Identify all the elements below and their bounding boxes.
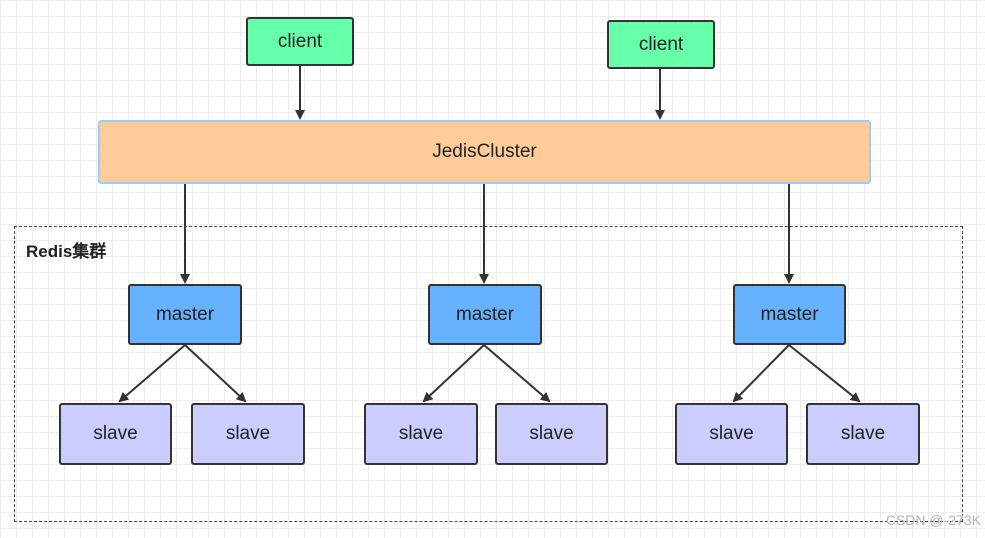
arrow-master1-to-slave2 <box>184 344 247 403</box>
slave-node-2-1: slave <box>364 403 478 465</box>
arrow-master2-to-slave1 <box>422 344 485 403</box>
redis-cluster-boundary <box>14 226 963 522</box>
slave-node-3-2: slave <box>806 403 920 465</box>
slave-node-3-1: slave <box>675 403 788 465</box>
client-node-1: client <box>246 17 354 66</box>
arrow-master3-to-slave2 <box>788 344 861 403</box>
slave-node-1-2: slave <box>191 403 305 465</box>
jedis-cluster-node: JedisCluster <box>98 120 871 184</box>
master-node-1: master <box>128 284 242 345</box>
csdn-watermark: CSDN @-273K <box>885 512 981 528</box>
arrow-master2-to-slave2 <box>483 344 551 403</box>
slave-node-2-2: slave <box>495 403 608 465</box>
client-node-2: client <box>607 20 715 69</box>
master-node-3: master <box>733 284 846 345</box>
arrow-master1-to-slave1 <box>118 344 186 403</box>
arrow-master3-to-slave1 <box>732 344 790 403</box>
redis-cluster-label: Redis集群 <box>26 242 107 261</box>
slave-node-1-1: slave <box>59 403 172 465</box>
master-node-2: master <box>428 284 542 345</box>
